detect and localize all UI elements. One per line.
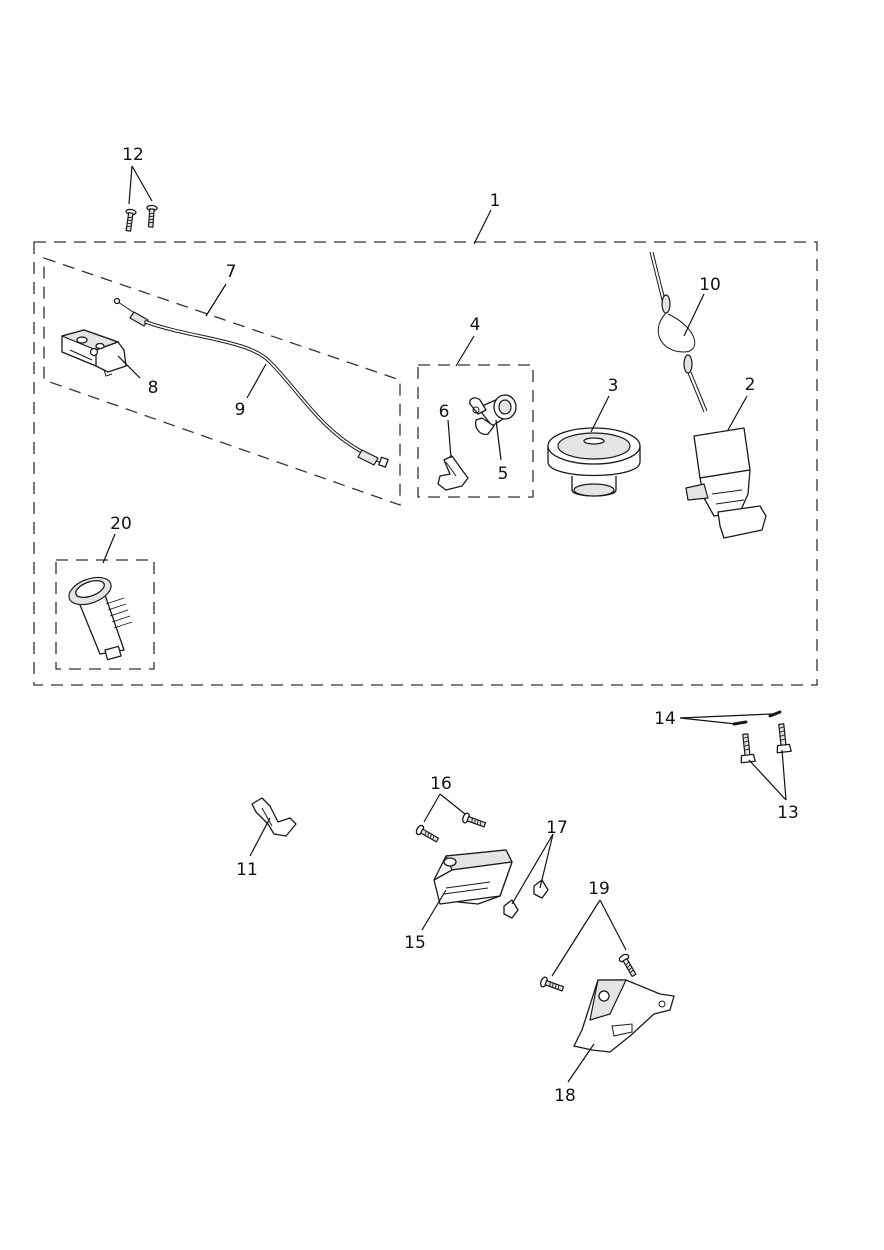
clip-part-6 [437, 455, 469, 491]
callout-6: 6 [439, 402, 450, 422]
callout-17: 17 [546, 818, 568, 838]
leader-lines [102, 165, 787, 1083]
washer-pair-part-14 [732, 710, 782, 726]
callout-7: 7 [226, 262, 237, 282]
screw-pair-part-19 [540, 953, 637, 992]
callout-4: 4 [470, 315, 481, 335]
filler-cap-part-3 [547, 427, 641, 497]
ignition-switch-part-2 [685, 427, 767, 539]
callout-19: 19 [588, 879, 610, 899]
screw-pair-part-12 [125, 204, 158, 232]
callout-3: 3 [608, 376, 619, 396]
callout-10: 10 [699, 275, 721, 295]
callout-5: 5 [498, 464, 509, 484]
callout-1: 1 [490, 191, 501, 211]
callout-11: 11 [236, 860, 258, 880]
bolt-pair-part-13 [740, 723, 792, 764]
callout-20: 20 [110, 514, 132, 534]
mounting-bracket-part-18 [573, 979, 675, 1053]
callout-14: 14 [654, 709, 676, 729]
callout-2: 2 [745, 375, 756, 395]
callout-15: 15 [404, 933, 426, 953]
callout-12: 12 [122, 145, 144, 165]
screw-pair-part-16 [415, 812, 487, 843]
callout-13: 13 [777, 803, 799, 823]
clip-kit-boundary-box [417, 364, 534, 498]
cable-kit-boundary-box [43, 257, 401, 506]
cable-part-9 [113, 297, 389, 468]
lock-sleeve-part-5 [469, 394, 517, 435]
bracket-part-11 [251, 797, 297, 837]
nut-pair-part-17 [503, 879, 549, 919]
lock-barrel-kit-boundary-box [55, 559, 155, 670]
key-cord-part-10 [649, 251, 708, 413]
latch-part-8 [61, 329, 127, 377]
callout-8: 8 [148, 378, 159, 398]
callout-18: 18 [554, 1086, 576, 1106]
module-part-15 [433, 849, 513, 905]
kit-boundary-box [33, 241, 818, 686]
lock-barrel-part-20 [68, 576, 133, 661]
callout-16: 16 [430, 774, 452, 794]
callout-9: 9 [235, 400, 246, 420]
